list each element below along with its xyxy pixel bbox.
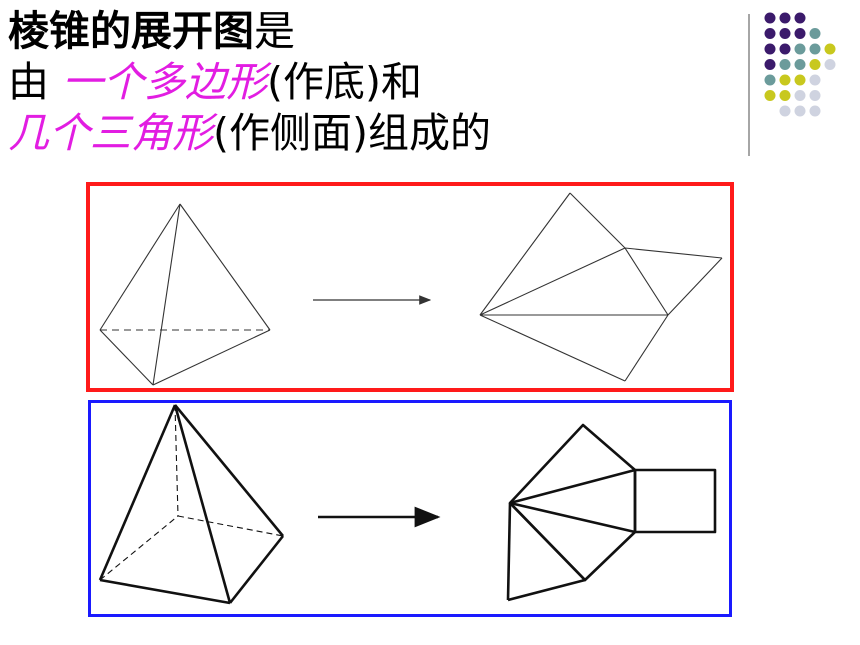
decorative-dot xyxy=(824,43,836,55)
polygon-highlight: 一个多边形 xyxy=(62,58,268,106)
decorative-dot xyxy=(779,12,791,24)
decorative-dot xyxy=(809,74,821,86)
decorative-dot xyxy=(779,90,791,101)
line3-suffix: (作侧面)组成的 xyxy=(213,109,491,157)
heading-bold-text: 棱锥的展开图 xyxy=(8,7,254,55)
decorative-dot xyxy=(809,90,821,101)
tetrahedron-net xyxy=(479,192,723,382)
tetrahedron-figure xyxy=(99,203,271,386)
square-pyramid-panel xyxy=(88,400,732,617)
decorative-dot xyxy=(764,74,776,86)
decorative-dot xyxy=(764,28,776,39)
decorative-dot xyxy=(764,12,776,24)
decorative-dot xyxy=(794,12,806,24)
square-pyramid-net xyxy=(506,423,717,602)
heading-line-3: 几个三角形(作侧面)组成的 xyxy=(8,108,491,159)
decorative-dot xyxy=(794,74,806,86)
square-pyramid-figure xyxy=(98,404,285,605)
decorative-dot xyxy=(764,90,776,101)
decorative-dot xyxy=(809,43,821,55)
decorative-dot xyxy=(809,28,821,39)
triangular-pyramid-panel xyxy=(86,182,734,392)
decorative-dot xyxy=(794,59,806,70)
decorative-dot xyxy=(779,43,791,55)
decorative-dot xyxy=(809,105,821,117)
line2-suffix: (作底)和 xyxy=(267,58,423,106)
decorative-dot xyxy=(779,74,791,86)
heading-line-1: 棱锥的展开图是 xyxy=(8,6,491,57)
line2-prefix: 由 xyxy=(8,58,63,106)
triangles-highlight: 几个三角形 xyxy=(8,109,213,157)
decorative-dot xyxy=(779,105,791,117)
square-pyramid-hidden-edges xyxy=(99,404,284,581)
decorative-dot xyxy=(764,43,776,55)
decorative-dot-grid xyxy=(764,12,836,117)
decorative-dot xyxy=(809,59,821,70)
decorative-dot xyxy=(764,59,776,70)
decorative-dot xyxy=(794,43,806,55)
decorative-dot xyxy=(779,28,791,39)
decorative-dot xyxy=(779,59,791,70)
decorative-dot xyxy=(794,105,806,117)
decorative-dot xyxy=(794,90,806,101)
heading-line-2: 由 一个多边形(作底)和 xyxy=(8,57,491,108)
title-block: 棱锥的展开图是 由 一个多边形(作底)和 几个三角形(作侧面)组成的 xyxy=(8,6,491,159)
decorative-dot xyxy=(794,28,806,39)
heading-text: 是 xyxy=(254,7,295,55)
decorative-divider xyxy=(748,14,750,156)
decorative-dot xyxy=(824,59,836,70)
